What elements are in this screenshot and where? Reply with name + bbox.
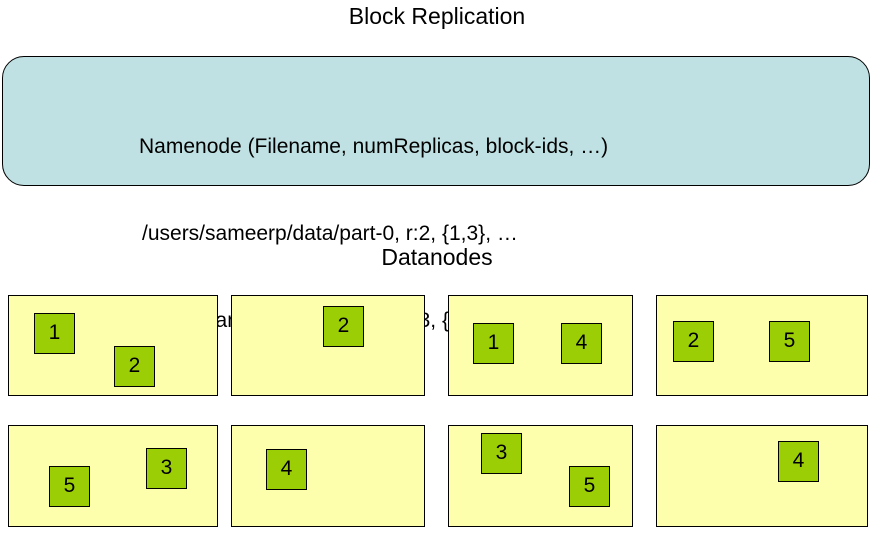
block-replica: 2 — [323, 306, 364, 347]
page-title: Block Replication — [348, 3, 526, 29]
namenode-box: Namenode (Filename, numReplicas, block-i… — [2, 56, 870, 332]
block-replica: 5 — [569, 466, 610, 507]
block-replica: 5 — [49, 466, 90, 507]
block-replica: 5 — [769, 321, 810, 362]
block-replica: 2 — [114, 346, 155, 387]
block-replica: 2 — [673, 321, 714, 362]
block-replica: 4 — [561, 323, 602, 364]
datanode-panel: 4 — [656, 425, 868, 527]
namenode-line-2: /users/sameerp/data/part-0, r:2, {1,3}, … — [142, 222, 518, 245]
datanodes-section-label: Datanodes — [381, 244, 493, 270]
block-replica: 3 — [481, 433, 522, 474]
datanode-panel: 2 — [231, 295, 425, 396]
block-replica: 4 — [778, 441, 819, 482]
block-replica: 1 — [473, 323, 514, 364]
block-replica: 1 — [34, 313, 75, 354]
block-replica: 4 — [266, 449, 307, 490]
namenode-line-1: Namenode (Filename, numReplicas, block-i… — [139, 135, 609, 158]
block-replica: 3 — [146, 448, 187, 489]
datanode-panel: 4 — [231, 425, 425, 527]
